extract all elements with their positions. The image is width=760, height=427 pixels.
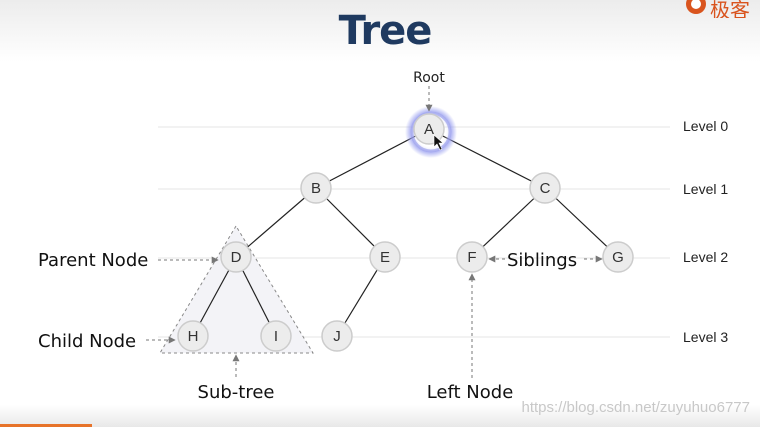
- tree-node-b: B: [300, 172, 332, 204]
- parent-node-callout: Parent Node: [38, 250, 148, 271]
- watermark: https://blog.csdn.net/zuyuhuo6777: [521, 399, 750, 416]
- tree-node-e: E: [369, 241, 401, 273]
- level-label-2: Level 2: [683, 249, 728, 265]
- node-label: I: [274, 328, 278, 345]
- root-highlight-ring: [410, 111, 452, 153]
- node-label: C: [540, 180, 551, 197]
- node-label: E: [380, 249, 390, 266]
- slide-header: [0, 0, 760, 62]
- bottom-bar: [0, 405, 760, 427]
- node-label: F: [467, 249, 476, 266]
- node-label: H: [188, 328, 199, 345]
- tree-node-g: G: [602, 241, 634, 273]
- tree-node-j: J: [321, 320, 353, 352]
- node-label: B: [311, 180, 321, 197]
- logo-mark-icon: [686, 0, 706, 14]
- node-label: G: [612, 249, 624, 266]
- node-label: J: [333, 328, 341, 345]
- tree-node-d: D: [220, 241, 252, 273]
- level-label-0: Level 0: [683, 118, 728, 134]
- node-label: D: [231, 249, 242, 266]
- edge-b-e: [315, 187, 386, 258]
- edge-b-d: [235, 187, 317, 258]
- level-label-3: Level 3: [683, 329, 728, 345]
- tree-node-i: I: [260, 320, 292, 352]
- slide-title: Tree: [338, 8, 433, 54]
- brand-logo: 极客: [680, 0, 760, 18]
- level-label-1: Level 1: [683, 181, 728, 197]
- mouse-pointer-icon: [433, 134, 444, 151]
- child-node-callout: Child Node: [38, 331, 136, 352]
- tree-node-c: C: [529, 172, 561, 204]
- edge-c-f: [471, 187, 546, 258]
- root-callout: Root: [413, 70, 445, 86]
- edge-c-g: [544, 187, 619, 258]
- node-label: A: [424, 121, 434, 138]
- tree-node-h: H: [177, 320, 209, 352]
- siblings-callout: Siblings: [507, 250, 577, 271]
- left-node-callout: Left Node: [427, 382, 514, 403]
- progress-strip: [0, 424, 92, 427]
- tree-node-a: A: [413, 113, 445, 145]
- sub-tree-callout: Sub-tree: [198, 382, 275, 403]
- logo-text: 极客: [710, 0, 750, 18]
- tree-node-f: F: [456, 241, 488, 273]
